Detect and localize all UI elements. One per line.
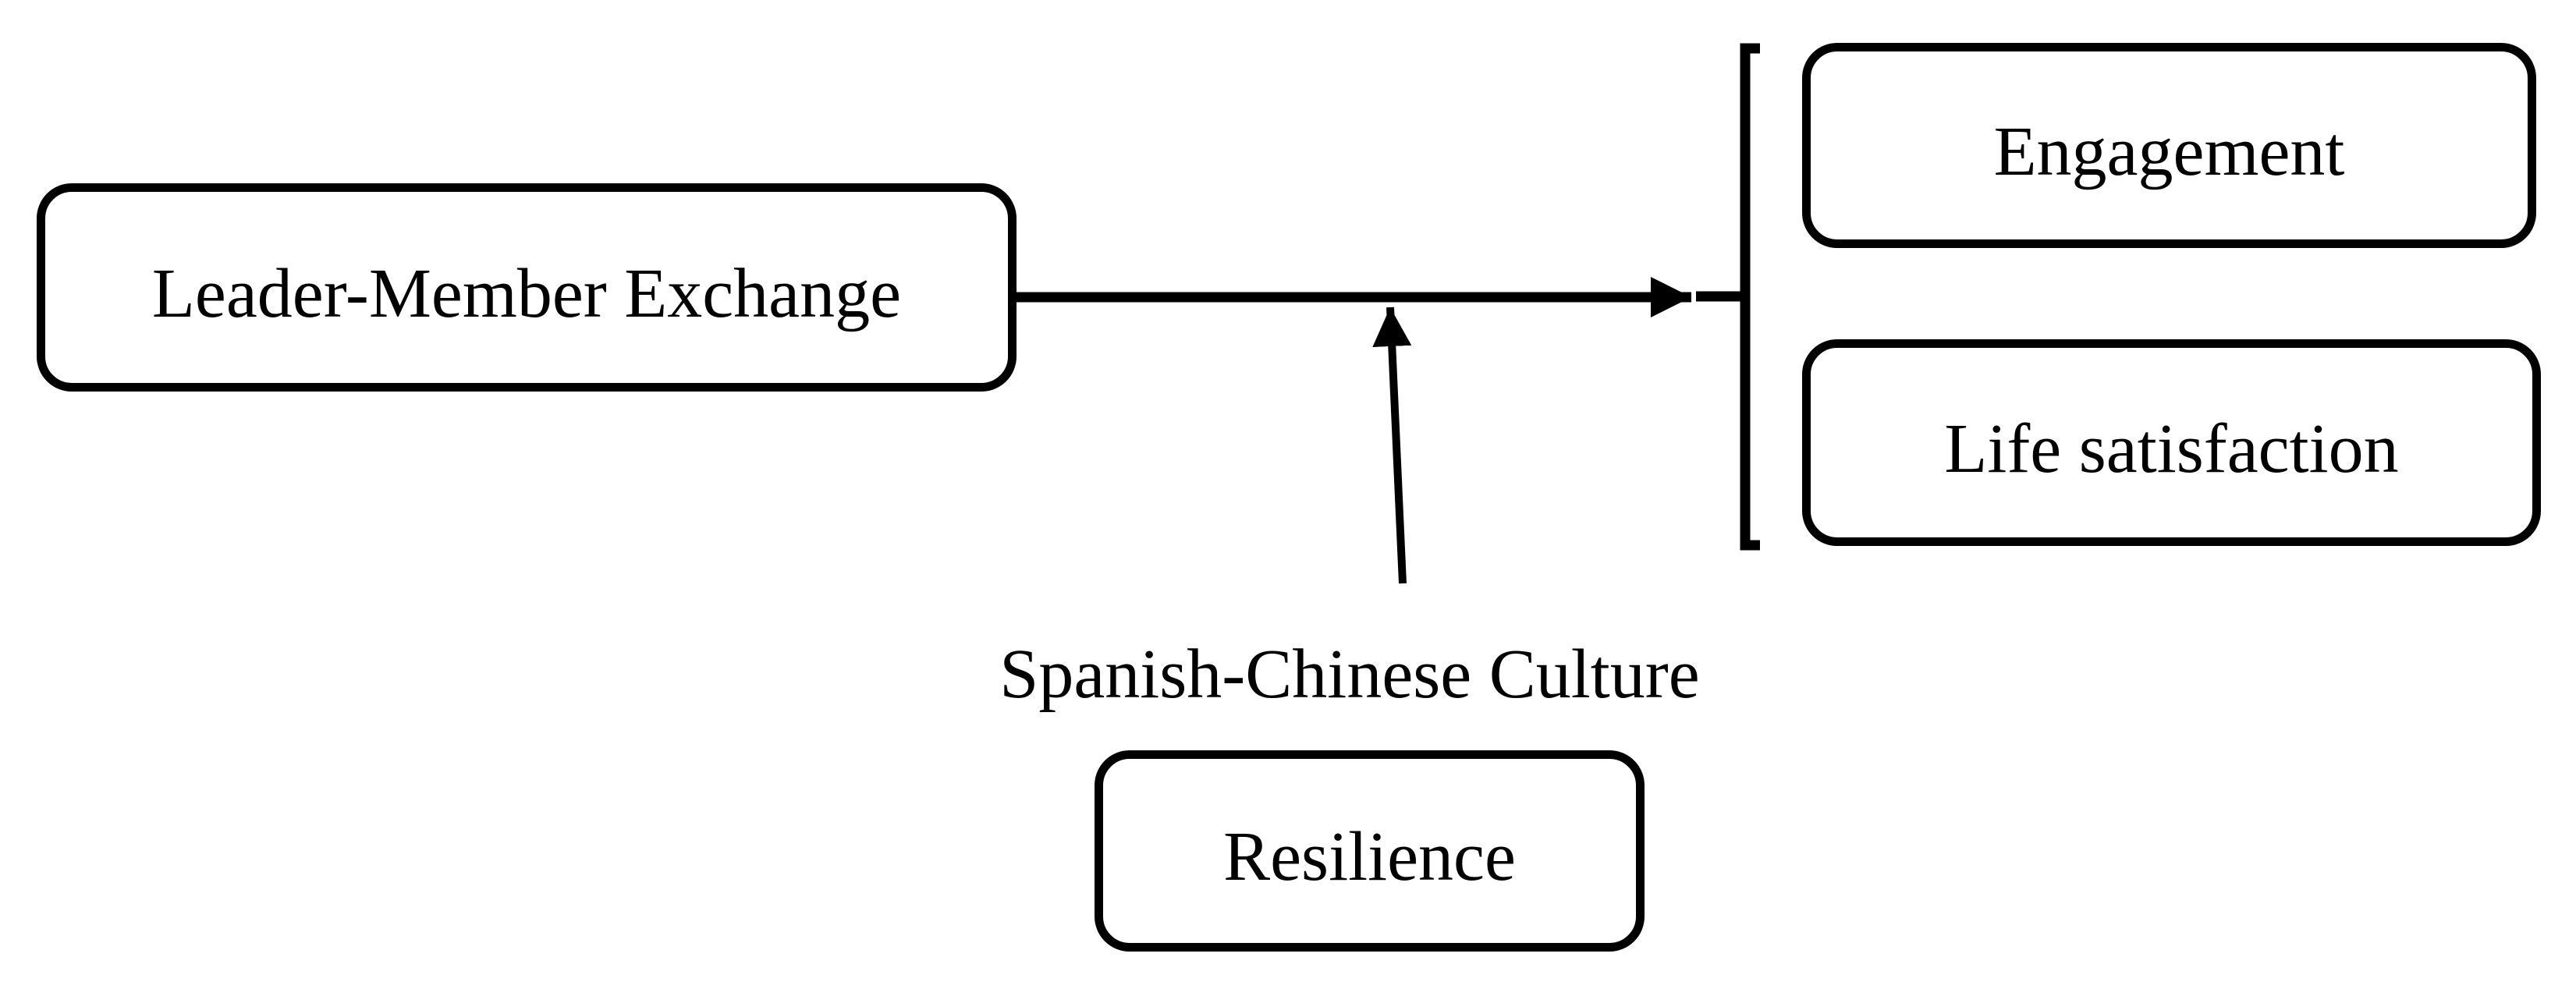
moderator-annotation: Spanish-Chinese Culture: [999, 636, 1700, 713]
node-label-leader-member-exchange: Leader-Member Exchange: [151, 254, 902, 332]
node-life-satisfaction: Life satisfaction: [1802, 339, 2541, 546]
node-leader-member-exchange: Leader-Member Exchange: [37, 183, 1017, 392]
node-label-resilience: Resilience: [1223, 818, 1516, 895]
node-resilience: Resilience: [1095, 750, 1645, 952]
node-label-engagement: Engagement: [1993, 112, 2345, 190]
node-engagement: Engagement: [1802, 43, 2536, 248]
node-label-life-satisfaction: Life satisfaction: [1944, 409, 2399, 487]
moderation-arrow: [1372, 307, 1412, 584]
outcomes-bracket: [1740, 43, 1760, 551]
